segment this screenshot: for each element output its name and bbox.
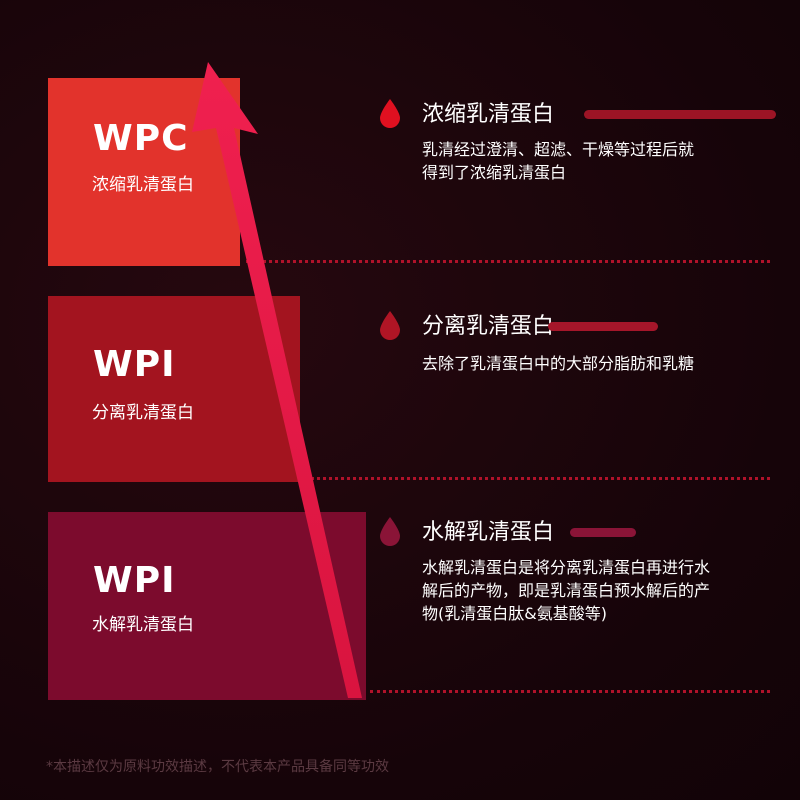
dotted-divider: [306, 477, 770, 480]
blood-drop-icon: [380, 99, 400, 128]
disclaimer-footnote: *本描述仅为原料功效描述，不代表本产品具备同等功效: [46, 759, 389, 775]
detail-description: 水解乳清蛋白是将分离乳清蛋白再进行水 解后的产物，即是乳清蛋白预水解后的产 物(…: [422, 556, 710, 625]
desc-line: 物(乳清蛋白肽&氨基酸等): [422, 604, 607, 623]
blood-drop-icon: [380, 517, 400, 546]
card-label: 分离乳清蛋白: [92, 403, 194, 423]
desc-line: 解后的产物，即是乳清蛋白预水解后的产: [422, 581, 711, 600]
accent-bar: [570, 528, 636, 537]
accent-bar: [584, 110, 776, 119]
card-code: WPC: [93, 118, 189, 159]
wpi-hydrolyzed-card: WPI 水解乳清蛋白: [48, 512, 366, 700]
detail-title: 分离乳清蛋白: [422, 314, 555, 339]
desc-line: 得到了浓缩乳清蛋白: [422, 163, 567, 182]
card-code: WPI: [93, 344, 176, 385]
detail-description: 乳清经过澄清、超滤、干燥等过程后就 得到了浓缩乳清蛋白: [422, 138, 694, 184]
card-code: WPI: [93, 560, 176, 601]
dotted-divider: [370, 690, 770, 693]
blood-drop-icon: [380, 311, 400, 340]
desc-line: 去除了乳清蛋白中的大部分脂肪和乳糖: [422, 354, 695, 373]
card-label: 水解乳清蛋白: [92, 615, 194, 635]
detail-title: 浓缩乳清蛋白: [422, 102, 555, 127]
detail-description: 去除了乳清蛋白中的大部分脂肪和乳糖: [422, 352, 694, 375]
wpc-card: WPC 浓缩乳清蛋白: [48, 78, 240, 266]
card-label: 浓缩乳清蛋白: [92, 175, 194, 195]
accent-bar: [548, 322, 658, 331]
desc-line: 水解乳清蛋白是将分离乳清蛋白再进行水: [422, 558, 711, 577]
detail-title: 水解乳清蛋白: [422, 520, 555, 545]
wpi-isolate-card: WPI 分离乳清蛋白: [48, 296, 300, 482]
desc-line: 乳清经过澄清、超滤、干燥等过程后就: [422, 140, 695, 159]
dotted-divider: [246, 260, 770, 263]
